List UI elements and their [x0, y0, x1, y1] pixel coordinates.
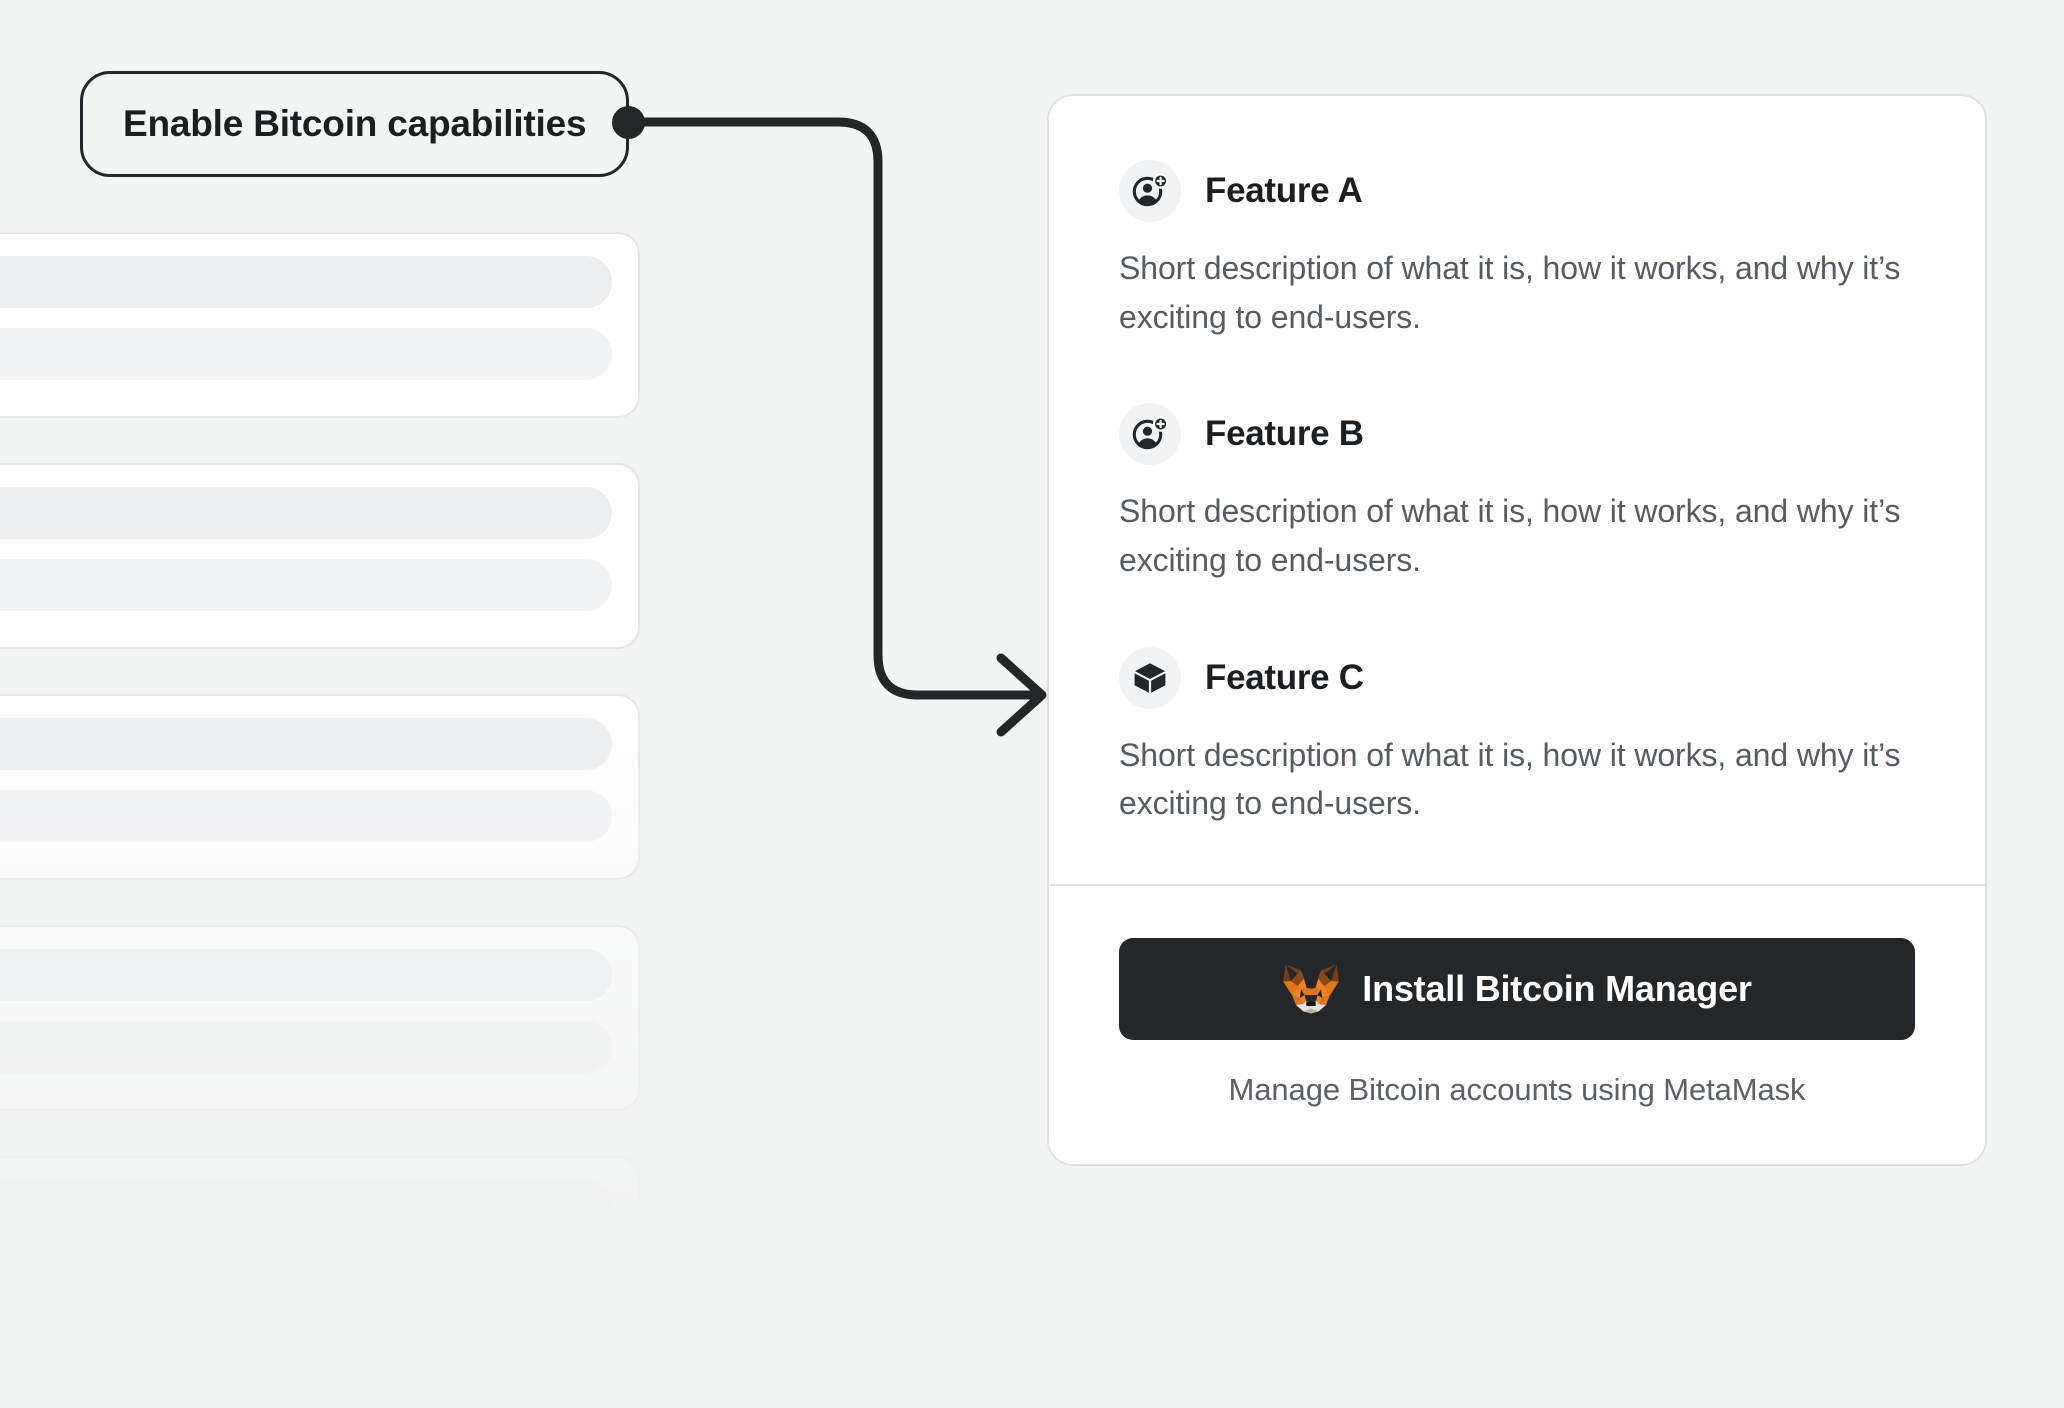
feature-title: Feature C: [1205, 657, 1364, 697]
skeleton-bar-secondary: [0, 1021, 612, 1073]
background-skeleton-list: [0, 232, 640, 1408]
feature-header: Feature C: [1119, 646, 1915, 709]
feature-header: Feature A: [1119, 160, 1915, 222]
cube-icon: [1119, 646, 1181, 709]
add-user-icon: [1119, 403, 1181, 466]
add-user-icon: [1119, 160, 1181, 222]
feature-description: Short description of what it is, how it …: [1119, 736, 1901, 822]
skeleton-bar-secondary: [0, 328, 612, 380]
skeleton-card: [0, 463, 640, 649]
card-footer: Install Bitcoin Manager Manage Bitcoin a…: [1049, 886, 1985, 1164]
feature-header: Feature B: [1119, 403, 1915, 466]
feature-description: Short description of what it is, how it …: [1119, 250, 1901, 335]
callout-label-text: Enable Bitcoin capabilities: [123, 103, 587, 144]
skeleton-bar-secondary: [0, 1252, 612, 1304]
metamask-fox-icon: [1283, 964, 1340, 1014]
skeleton-card: [0, 694, 640, 880]
feature-title: Feature A: [1205, 171, 1363, 210]
skeleton-card: [0, 232, 640, 418]
feature-card: Feature A Short description of what it i…: [1047, 94, 1987, 1166]
skeleton-card: [0, 1156, 640, 1342]
callout-label-enable-bitcoin-capabilities[interactable]: Enable Bitcoin capabilities: [80, 71, 630, 177]
skeleton-bar-primary: [0, 718, 612, 770]
install-bitcoin-manager-button[interactable]: Install Bitcoin Manager: [1119, 937, 1915, 1040]
feature-item-a: Feature A Short description of what it i…: [1119, 160, 1915, 341]
connector-anchor-dot: [612, 106, 645, 139]
feature-list: Feature A Short description of what it i…: [1049, 96, 1985, 884]
card-divider: [1049, 883, 1985, 886]
skeleton-bar-secondary: [0, 790, 612, 842]
feature-item-c: Feature C Short description of what it i…: [1119, 646, 1915, 828]
install-button-label: Install Bitcoin Manager: [1362, 967, 1752, 1009]
skeleton-bar-primary: [0, 1180, 612, 1232]
footer-caption: Manage Bitcoin accounts using MetaMask: [1228, 1071, 1806, 1107]
skeleton-card: [0, 925, 640, 1111]
skeleton-bar-primary: [0, 487, 612, 539]
skeleton-bar-primary: [0, 949, 612, 1001]
feature-description: Short description of what it is, how it …: [1119, 493, 1901, 578]
skeleton-bar-primary: [0, 256, 612, 308]
skeleton-bar-secondary: [0, 559, 612, 611]
feature-title: Feature B: [1205, 414, 1364, 454]
feature-item-b: Feature B Short description of what it i…: [1119, 403, 1915, 584]
